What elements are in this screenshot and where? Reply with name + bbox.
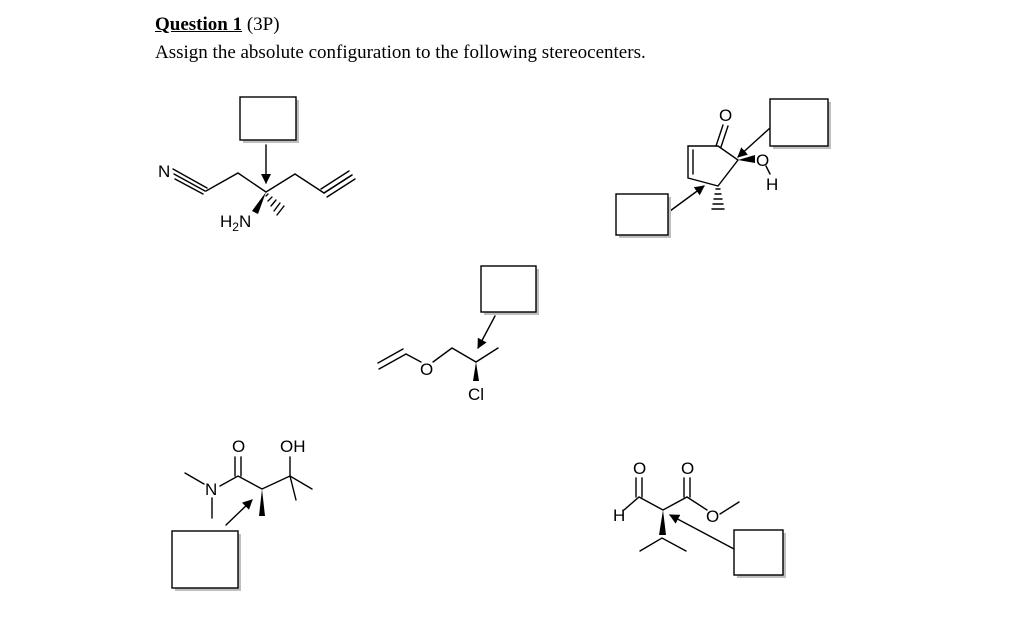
answer-box-ester-aldehyde[interactable] xyxy=(733,529,786,578)
m4-n-methyl-a xyxy=(184,472,205,485)
m5-chain xyxy=(623,496,708,511)
m2-arrow-hydroxy xyxy=(737,127,771,158)
molecule-ester-aldehyde: O H O O xyxy=(613,459,740,552)
m2-hydroxy-o-label: O xyxy=(756,151,769,170)
question-heading: Question 1 (3P) xyxy=(155,12,280,38)
m5-wedge-bond-isopropyl xyxy=(659,510,666,535)
m3-arrow xyxy=(477,315,496,349)
m4-chain xyxy=(219,475,313,490)
m3-vinyl-double-a xyxy=(378,353,407,370)
m4-methyl-down xyxy=(289,475,297,501)
m4-n-label: N xyxy=(205,480,217,499)
m3-cl-label: Cl xyxy=(468,385,484,404)
question-instruction: Assign the absolute configuration to the… xyxy=(155,42,646,63)
m2-ring xyxy=(687,145,740,187)
m2-carbonyl-o-label: O xyxy=(719,106,732,125)
m2-arrow-methyl xyxy=(669,185,705,212)
m2-co-double-b xyxy=(720,125,729,148)
m1-triple-bond-c xyxy=(174,178,204,195)
molecule-aminonitrile: N H2N xyxy=(158,144,356,234)
m5-isopropyl xyxy=(639,537,687,552)
m4-arrow xyxy=(225,499,253,526)
answer-box-cyclopentenone-methyl[interactable] xyxy=(615,193,671,238)
m3-wedge-bond-cl xyxy=(473,362,479,381)
m2-oh-bond xyxy=(765,165,771,175)
m3-chain xyxy=(432,347,499,363)
m5-aldehyde-h-label: H xyxy=(613,506,625,525)
question-points: (3P) xyxy=(246,14,280,35)
m3-ether-o-label: O xyxy=(420,360,433,379)
m4-amide-o-label: O xyxy=(232,437,245,456)
question-label: Question 1 xyxy=(155,14,243,35)
m1-triple-bond-b xyxy=(173,173,206,192)
molecule-cyclopentenone: O O H xyxy=(669,106,778,212)
m4-oh-label: OH xyxy=(280,437,306,456)
m4-wedge-bond-methyl xyxy=(259,489,265,516)
m5-ester-o-label: O xyxy=(706,507,719,526)
m1-alkyne-b xyxy=(326,178,356,198)
m1-wedge-bond-n xyxy=(252,192,266,214)
m3-bond-to-o xyxy=(405,353,422,363)
m1-nitrile-n-label: N xyxy=(158,162,170,181)
answer-box-aminonitrile[interactable] xyxy=(239,96,299,143)
m1-alkyne-a xyxy=(323,174,353,194)
answer-box-cyclopentenone-hydroxy[interactable] xyxy=(769,98,831,149)
m5-aldehyde-o-label: O xyxy=(633,459,646,478)
m2-wedge-bond-o xyxy=(738,155,755,163)
answer-box-chloro-ether[interactable] xyxy=(480,265,539,315)
m1-alkyne-c xyxy=(320,170,350,190)
m1-hash-bond-methyl xyxy=(265,193,285,216)
m2-hash-bond-methyl xyxy=(711,188,725,210)
m2-hydroxy-h-label: H xyxy=(766,175,778,194)
m1-triple-bond-a xyxy=(172,168,208,189)
molecule-chloro-ether: O Cl xyxy=(377,315,499,404)
molecule-hydroxy-amide: O OH N xyxy=(184,437,313,526)
m2-co-double-a xyxy=(715,124,724,147)
m5-arrow xyxy=(669,514,735,550)
m5-ester-methyl xyxy=(719,501,740,515)
m1-amine-label: H2N xyxy=(220,212,251,234)
m5-carbonyl-o-label: O xyxy=(681,459,694,478)
m3-vinyl-double-b xyxy=(377,348,404,364)
answer-box-hydroxy-amide[interactable] xyxy=(171,530,241,591)
